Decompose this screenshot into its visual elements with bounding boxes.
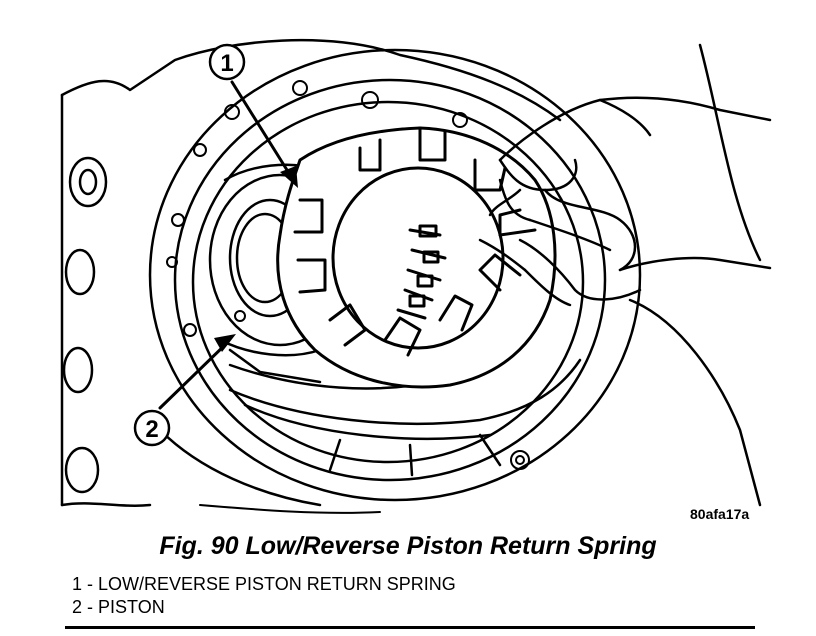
return-spring bbox=[276, 126, 557, 389]
outer-housing bbox=[148, 48, 642, 502]
case-outline bbox=[60, 38, 562, 122]
callout-2: 2 bbox=[145, 416, 158, 443]
legend-item: 1 - LOW/REVERSE PISTON RETURN SPRING bbox=[72, 574, 456, 594]
arrow-heads bbox=[214, 166, 298, 352]
bottom-rule bbox=[65, 626, 755, 629]
callout-1-circle bbox=[208, 43, 246, 81]
leader-lines bbox=[158, 80, 294, 410]
figure-code: 80afa17a bbox=[690, 506, 750, 522]
left-bosses bbox=[62, 156, 108, 494]
legend-item: 2 - PISTON bbox=[72, 597, 165, 617]
legend: 1 - LOW/REVERSE PISTON RETURN SPRING 2 -… bbox=[72, 573, 456, 619]
callout-1: 1 bbox=[220, 50, 233, 77]
callout-2-circle bbox=[133, 409, 171, 447]
technical-illustration: 1 2 bbox=[60, 38, 772, 514]
hand bbox=[478, 96, 772, 307]
figure-caption: Fig. 90 Low/Reverse Piston Return Spring bbox=[159, 532, 657, 560]
